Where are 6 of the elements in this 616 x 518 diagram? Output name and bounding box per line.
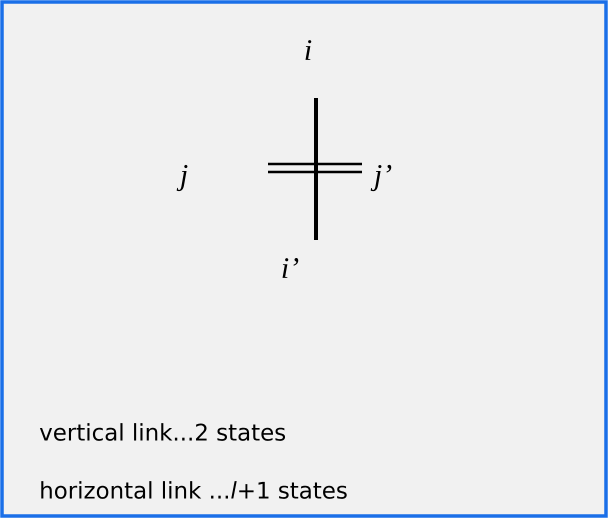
vertex-label: i’ [282, 258, 298, 278]
vertex-label: j [176, 164, 188, 192]
note-text: vertical link...2 states [40, 423, 286, 441]
vertex-label: j’ [370, 164, 392, 192]
vertex-label: i [306, 40, 312, 60]
note-text: horizontal link ...l+1 states [41, 481, 347, 499]
